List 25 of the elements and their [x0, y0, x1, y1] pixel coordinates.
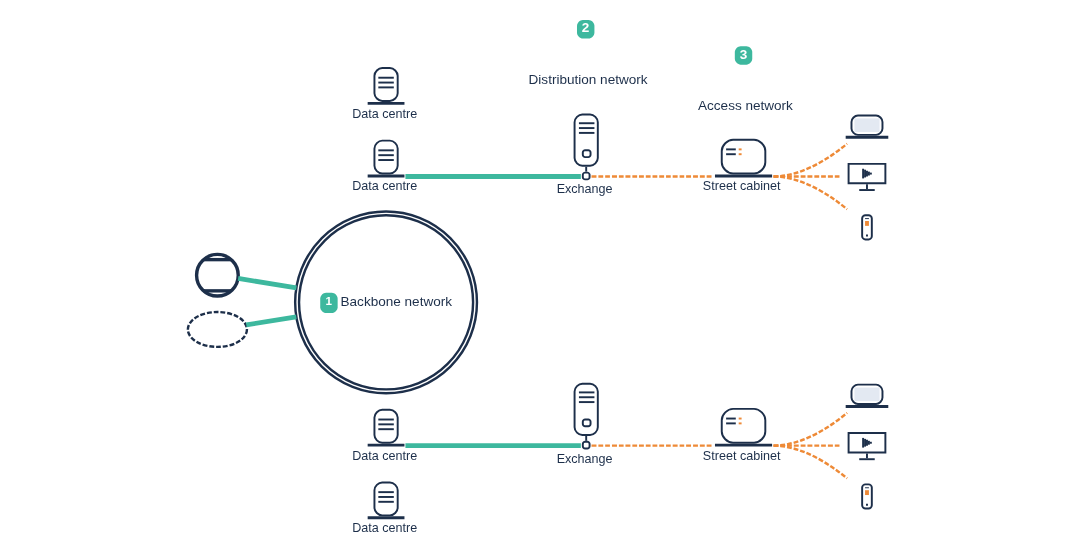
- node-label: Data centre: [351, 448, 417, 463]
- node-cloud: [186, 310, 248, 349]
- node-picture: [194, 252, 240, 298]
- connector: [773, 175, 848, 211]
- node-label: Data centre: [351, 106, 417, 121]
- connector: [773, 444, 848, 480]
- node-label: Exchange: [556, 451, 613, 466]
- node-label: Exchange: [556, 182, 613, 197]
- connector: [404, 443, 581, 449]
- node-label: Street cabinet: [702, 179, 780, 194]
- node-label: Data centre: [351, 179, 417, 194]
- node-picture: [860, 214, 873, 241]
- label: Distribution network: [528, 71, 648, 87]
- connector: [245, 314, 297, 328]
- node-picture: [860, 483, 873, 510]
- label: Access network: [697, 97, 793, 113]
- node-label: Street cabinet: [702, 448, 780, 463]
- connector: [404, 174, 581, 179]
- connector: [591, 444, 713, 447]
- connector: [591, 175, 713, 178]
- label: 2: [581, 20, 589, 36]
- node-label: Data centre: [351, 521, 417, 536]
- node-circle: 1 Backbone network: [293, 210, 478, 395]
- connector: [237, 276, 297, 291]
- label: 3: [739, 46, 747, 62]
